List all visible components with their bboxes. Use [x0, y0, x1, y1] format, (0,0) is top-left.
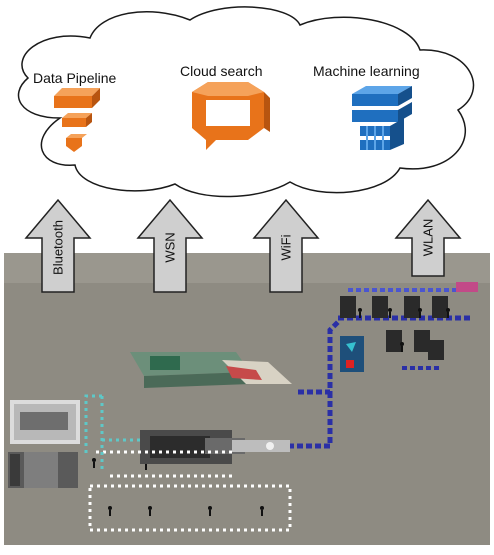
left-machine [8, 452, 78, 488]
cloud-search-label: Cloud search [180, 63, 263, 79]
machine-learning-label: Machine learning [313, 63, 420, 79]
arrow-wlan [394, 198, 462, 277]
arrow-wifi [252, 198, 320, 293]
carding-machine [130, 352, 292, 388]
machine-stations [340, 296, 448, 372]
machine-photo [10, 400, 80, 444]
data-pipeline-label: Data Pipeline [33, 70, 117, 86]
wsn-label: WSN [162, 232, 178, 263]
wifi-label: WiFi [278, 234, 294, 261]
cloud-search-icon [192, 82, 270, 150]
arrow-wsn [136, 198, 204, 293]
arrow-bluetooth [24, 198, 92, 293]
bluetooth-label: Bluetooth [50, 220, 66, 275]
data-pipeline-icon [54, 88, 100, 152]
transport-path [84, 394, 292, 532]
wlan-label: WLAN [420, 218, 436, 257]
machine-learning-icon [352, 86, 412, 150]
worker-figures [92, 308, 450, 516]
